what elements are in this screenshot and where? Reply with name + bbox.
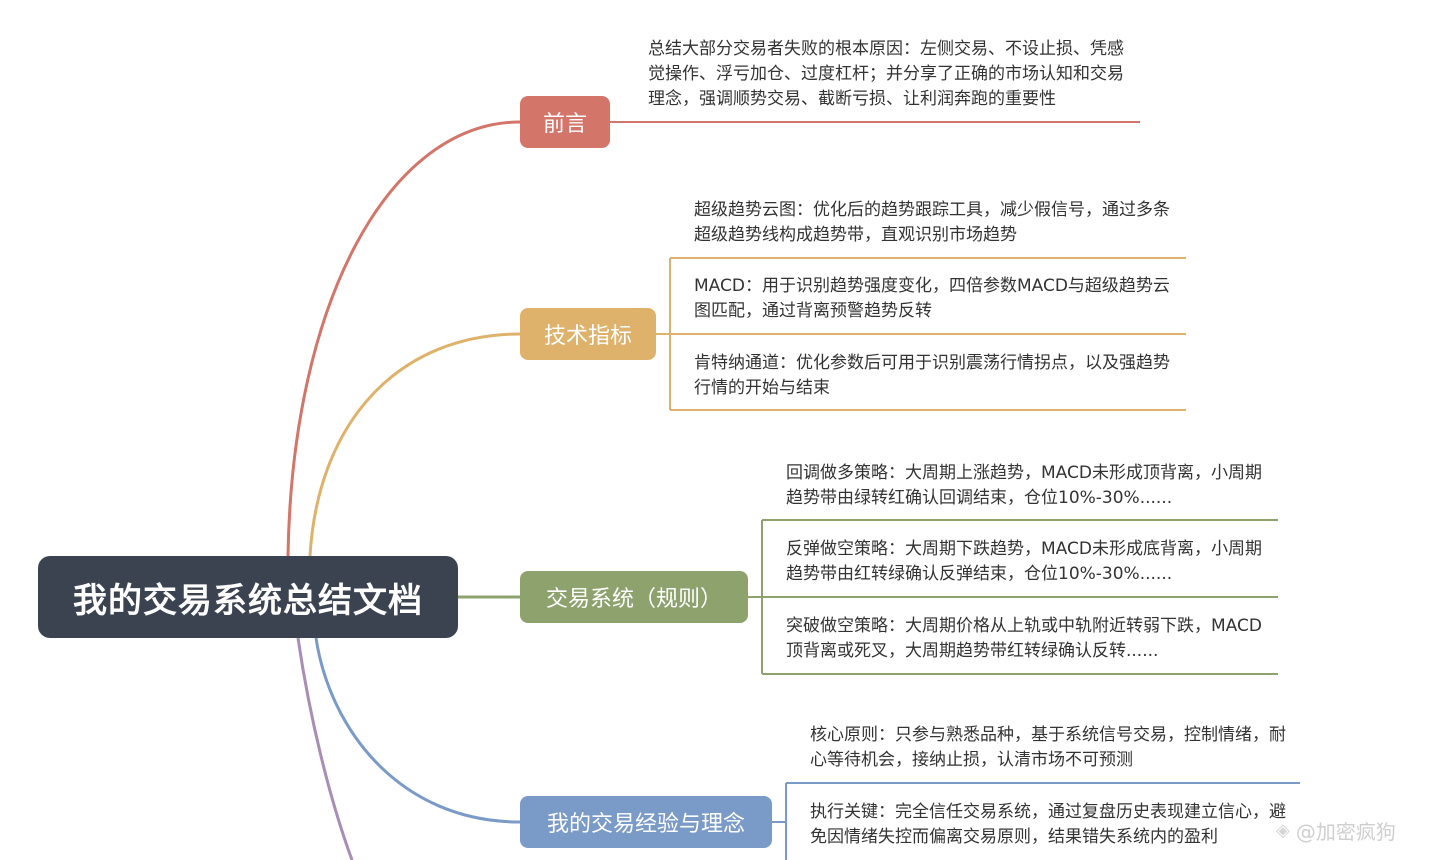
leaf-text-supertrend[interactable]: 超级趋势云图：优化后的趋势跟踪工具，减少假信号，通过多条超级趋势线构成趋势带，直… <box>694 200 1170 245</box>
leaf-text-pullback-long[interactable]: 回调做多策略：大周期上涨趋势，MACD未形成顶背离，小周期趋势带由绿转红确认回调… <box>786 463 1262 508</box>
root-node[interactable]: 我的交易系统总结文档 <box>38 556 458 638</box>
connector-root-offscreen <box>296 637 354 860</box>
branch-node-experience[interactable]: 我的交易经验与理念 <box>520 796 772 848</box>
diamond-logo-icon: ◈ <box>1276 820 1290 841</box>
branch-node-trading-system[interactable]: 交易系统（规则） <box>520 571 748 623</box>
branch-label-indicators: 技术指标 <box>543 324 632 349</box>
branch-node-indicators[interactable]: 技术指标 <box>520 308 656 360</box>
leaf-text-preface[interactable]: 总结大部分交易者失败的根本原因：左侧交易、不设止损、凭感觉操作、浮亏加仓、过度杠… <box>648 39 1124 109</box>
connector-root-indicators <box>308 332 521 557</box>
bracket-experience <box>772 783 787 860</box>
bracket-indicators <box>656 258 671 410</box>
watermark-text: @加密疯狗 <box>1295 820 1396 844</box>
branch-label-experience: 我的交易经验与理念 <box>546 812 745 837</box>
leaf-text-keltner[interactable]: 肯特纳通道：优化参数后可用于识别震荡行情拐点，以及强趋势行情的开始与结束 <box>694 353 1170 398</box>
leaf-text-core-principles[interactable]: 核心原则：只参与熟悉品种，基于系统信号交易，控制情绪，耐心等待机会，接纳止损，认… <box>810 725 1286 770</box>
branch-node-preface[interactable]: 前言 <box>520 96 610 148</box>
leaf-text-rebound-short[interactable]: 反弹做空策略：大周期下跌趋势，MACD未形成底背离，小周期趋势带由红转绿确认反弹… <box>786 539 1262 584</box>
leaf-text-execution-keys[interactable]: 执行关键：完全信任交易系统，通过复盘历史表现建立信心，避免因情绪失控而偏离交易原… <box>810 802 1286 847</box>
connector-root-preface <box>286 120 521 557</box>
leaf-text-macd[interactable]: MACD：用于识别趋势强度变化，四倍参数MACD与超级趋势云图匹配，通过背离预警… <box>694 276 1170 321</box>
bracket-system <box>748 520 763 674</box>
branch-label-preface: 前言 <box>542 112 587 137</box>
watermark: ◈ @加密疯狗 <box>1276 816 1396 845</box>
branch-label-trading-system: 交易系统（规则） <box>545 587 722 612</box>
root-node-label: 我的交易系统总结文档 <box>73 580 423 621</box>
leaf-text-breakout-short[interactable]: 突破做空策略：大周期价格从上轨或中轨附近转弱下跌，MACD顶背离或死叉，大周期趋… <box>786 616 1262 661</box>
connector-root-experience <box>314 637 521 824</box>
